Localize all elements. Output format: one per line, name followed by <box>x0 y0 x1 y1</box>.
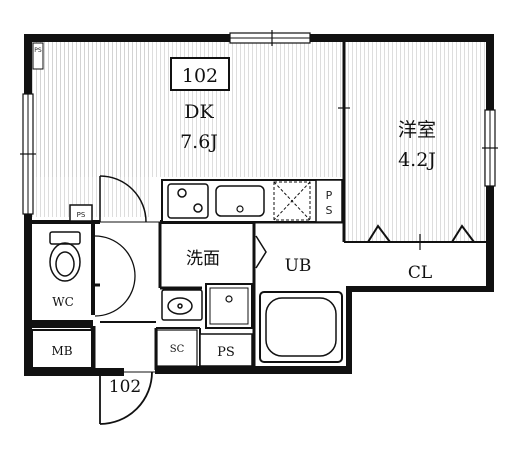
stove-burner-icon <box>177 188 187 198</box>
dk-room-name: DK <box>184 101 214 123</box>
western-room-size: 4.2J <box>398 149 436 171</box>
toilet-label: WC <box>52 295 74 309</box>
ps-washroom-label: PS <box>217 345 235 360</box>
entrance-door <box>99 371 155 425</box>
shoe-closet <box>156 329 198 367</box>
bathtub-icon <box>259 291 343 363</box>
unit-number-box <box>170 57 230 91</box>
washing-machine-space <box>205 283 253 329</box>
kitchen-counter <box>161 179 343 223</box>
meter-box-label: MB <box>51 344 72 358</box>
washroom-ps <box>199 333 253 367</box>
meter-box <box>31 329 93 369</box>
sink-icon <box>215 185 265 217</box>
toilet-icon <box>49 231 81 282</box>
bath-label: UB <box>285 256 312 276</box>
stove-burner-icon <box>193 203 203 213</box>
ps-top-left-label: PS <box>34 47 42 54</box>
western-room-name: 洋室 <box>398 119 436 141</box>
closet-label: CL <box>408 263 432 283</box>
windows <box>20 30 498 215</box>
pipe-space-corridor: PS <box>69 204 93 222</box>
entrance-label: 102 <box>109 377 141 397</box>
ps-dk-label-s: S <box>326 204 333 217</box>
fridge-space <box>273 181 311 221</box>
dk-door <box>99 175 160 223</box>
shoe-closet-label: SC <box>170 344 185 355</box>
closet-doors <box>367 224 475 250</box>
ps-dk-label-p: P <box>326 189 333 202</box>
ps-corridor-label: PS <box>77 211 86 219</box>
washbasin-icon <box>161 289 203 321</box>
washroom-label: 洗面 <box>186 249 220 269</box>
unit-number: 102 <box>182 65 218 87</box>
wc-door <box>94 235 136 317</box>
bath-door <box>255 235 267 269</box>
pipe-space-top-left: PS <box>32 42 44 70</box>
dk-room-size: 7.6J <box>180 131 218 153</box>
